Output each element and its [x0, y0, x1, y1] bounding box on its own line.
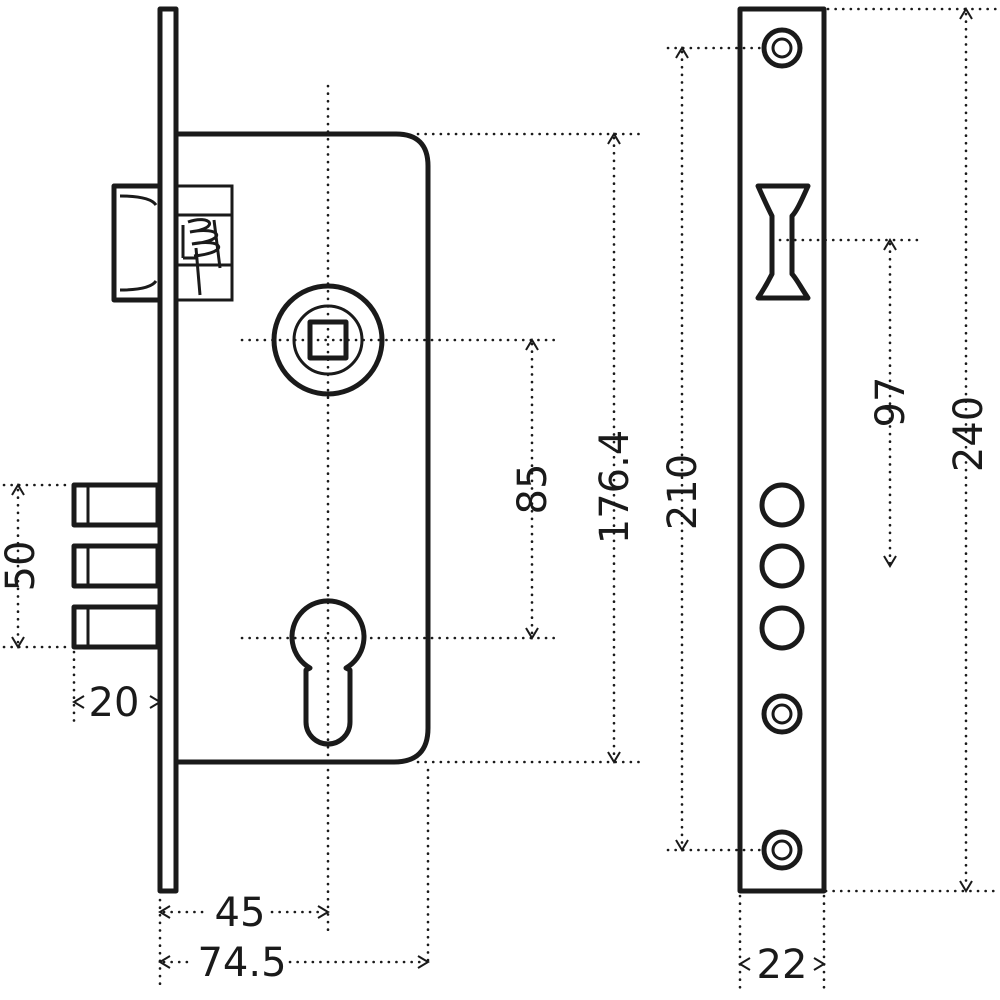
- dim-latch-to-bolt-label: 97: [868, 377, 914, 428]
- dim-faceplate-height-label: 240: [946, 396, 992, 472]
- dimension-lines: [2, 7, 1000, 994]
- faceplate-front: [737, 6, 827, 894]
- dim-faceplate-width-label: 22: [757, 942, 808, 988]
- latch-spring: [187, 218, 222, 296]
- lock-side-view: [71, 6, 431, 894]
- latch-opening: [755, 183, 811, 301]
- faceplate-side: [157, 6, 179, 894]
- dim-center-distance-label: 85: [510, 464, 556, 515]
- top-screw-hole: [761, 27, 803, 69]
- faceplate-front-view: [737, 6, 827, 894]
- dim-screw-spacing-label: 210: [660, 454, 706, 530]
- latch-bolt: [111, 183, 234, 303]
- dim-bolt-projection-label: 20: [89, 680, 140, 726]
- follower-hub: [271, 283, 385, 397]
- bottom-screw-hole: [761, 829, 803, 871]
- dim-case-height-label: 176.4: [592, 430, 638, 545]
- cylinder-cutout: [289, 598, 367, 747]
- dim-body-width-label: 74.5: [197, 940, 286, 986]
- deadbolt-throws: [71, 482, 161, 650]
- dim-bolt-group-label: 50: [0, 541, 44, 592]
- bolt-openings: [759, 482, 805, 651]
- dimension-labels: 45 74.5 20 50 85 176.4 210 97 240 22: [0, 377, 992, 988]
- middle-screw-hole: [761, 693, 803, 735]
- dim-backset-label: 45: [215, 890, 266, 936]
- lock-case: [176, 131, 431, 765]
